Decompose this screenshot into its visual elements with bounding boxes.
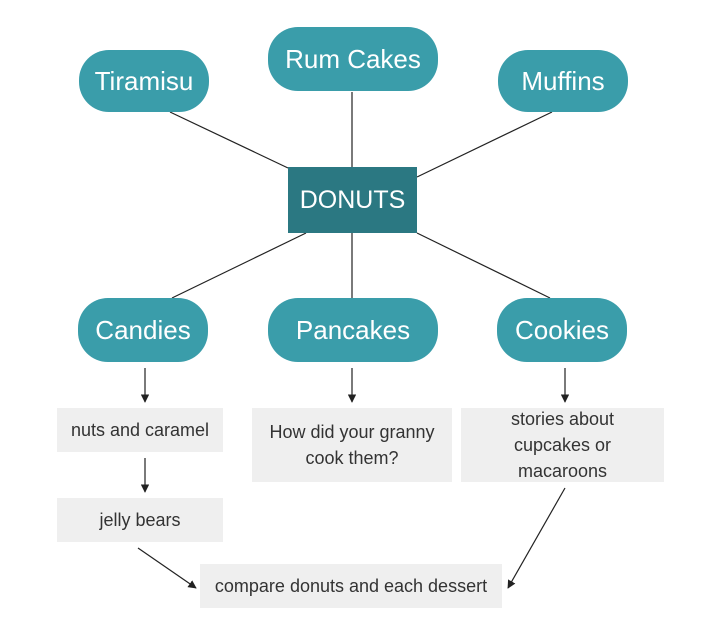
node-donuts: DONUTS — [288, 167, 417, 233]
node-donuts-label: DONUTS — [299, 185, 406, 214]
node-pancakes: Pancakes — [268, 298, 438, 362]
node-candies-label: Candies — [95, 314, 191, 345]
arrow-stories-compare — [507, 487, 566, 589]
node-cookies-label: Cookies — [515, 314, 609, 345]
node-muffins-label: Muffins — [521, 65, 605, 96]
link-muffins-donuts — [416, 111, 553, 178]
link-donuts-candies — [171, 232, 307, 299]
note-nuts-and-caramel-text: nuts and caramel — [70, 420, 210, 440]
node-cookies: Cookies — [497, 298, 627, 362]
note-granny-line2: cook them? — [305, 448, 399, 468]
note-compare: compare donuts and each dessert — [200, 564, 502, 608]
note-compare-text: compare donuts and each dessert — [214, 576, 488, 596]
note-stories: stories about cupcakes or macaroons — [461, 408, 664, 482]
link-tiramisu-donuts — [169, 111, 289, 169]
node-candies: Candies — [78, 298, 208, 362]
node-muffins: Muffins — [498, 50, 628, 112]
node-pancakes-label: Pancakes — [295, 314, 411, 345]
note-stories-line2: cupcakes or macaroons — [513, 435, 612, 481]
note-granny: How did your granny cook them? — [252, 408, 452, 482]
link-donuts-cookies — [416, 232, 551, 299]
arrow-jelly-compare — [137, 547, 197, 589]
note-nuts-and-caramel: nuts and caramel — [57, 408, 223, 452]
note-jelly-bears-text: jelly bears — [99, 510, 181, 530]
node-tiramisu-label: Tiramisu — [94, 65, 194, 96]
node-tiramisu: Tiramisu — [79, 50, 209, 112]
note-granny-line1: How did your granny — [269, 422, 435, 442]
note-stories-line1: stories about — [510, 409, 615, 429]
note-jelly-bears: jelly bears — [57, 498, 223, 542]
node-rum-cakes-label: Rum Cakes — [285, 43, 421, 74]
node-rum-cakes: Rum Cakes — [268, 27, 438, 91]
